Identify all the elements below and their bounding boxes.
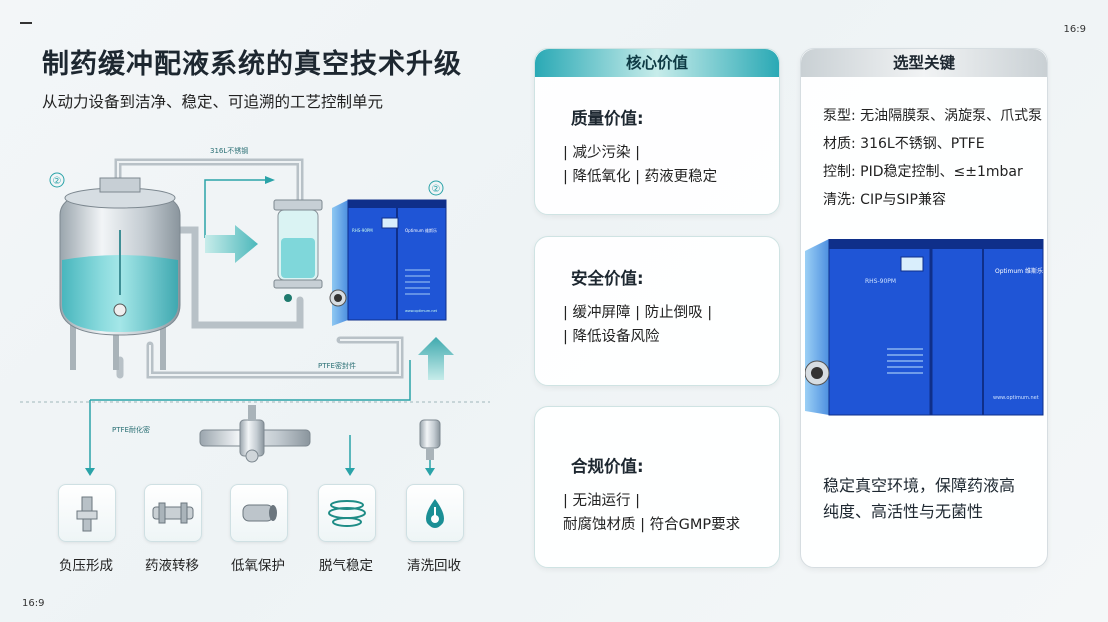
selection-line-pump-type: 泵型: 无油隔膜泵、涡旋泵、爪式泵 bbox=[823, 108, 1043, 124]
filter-unit bbox=[419, 419, 441, 460]
degas-rings-icon bbox=[318, 484, 376, 542]
big-right-arrow bbox=[205, 225, 258, 263]
safety-title: 安全价值: bbox=[571, 269, 644, 288]
value-card-safety: 安全价值: | 缓冲屏障 | 防止倒吸 | | 降低设备风险 bbox=[534, 236, 780, 386]
quality-line-1: | 减少污染 | bbox=[563, 145, 640, 161]
page-title: 制药缓冲配液系统的真空技术升级 bbox=[42, 49, 462, 80]
compliance-line-1: | 无油运行 | bbox=[563, 493, 640, 509]
process-diagram: ② RHS-90PM Optimum 维斯乐 www.optimum.net ②… bbox=[20, 146, 490, 476]
flow-arrowhead-3 bbox=[345, 468, 355, 476]
step-label-1: 负压形成 bbox=[59, 558, 113, 574]
pipe-label-mid: PTFE密封件 bbox=[318, 361, 356, 370]
aspect-label-bottom: 16:9 bbox=[22, 598, 45, 609]
pump-model: RHS-90PM bbox=[865, 278, 896, 285]
diagram-pump-site: www.optimum.net bbox=[405, 309, 438, 313]
selection-line-cleaning: 清洗: CIP与SIP兼容 bbox=[823, 192, 946, 208]
pump-brand: Optimum 维斯乐 bbox=[995, 267, 1043, 275]
step-label-4: 脱气稳定 bbox=[319, 558, 373, 574]
safety-line-1: | 缓冲屏障 | 防止倒吸 | bbox=[563, 305, 713, 321]
inline-valve-assembly bbox=[199, 405, 311, 463]
value-panel-banner: 核心价值 bbox=[535, 49, 779, 77]
flow-arrowhead-1 bbox=[265, 176, 275, 184]
step-label-3: 低氧保护 bbox=[231, 558, 285, 574]
value-card-quality: 核心价值 质量价值: | 减少污染 | | 降低氧化 | 药液更稳定 bbox=[534, 48, 780, 215]
marker-circle-right bbox=[428, 180, 444, 196]
pipe-label-left: PTFE耐化密 bbox=[112, 425, 150, 434]
flow-arrowhead-2 bbox=[85, 468, 95, 476]
big-up-arrow bbox=[418, 337, 454, 380]
cleaning-drop-icon bbox=[406, 484, 464, 542]
marker-circle-left bbox=[49, 172, 65, 188]
diagram-vacuum-pump: RHS-90PM Optimum 维斯乐 www.optimum.net bbox=[329, 199, 447, 326]
selection-line-control: 控制: PID稳定控制、≤±1mbar bbox=[823, 164, 1023, 180]
marker-right: ② bbox=[432, 184, 441, 195]
compliance-line-2: 耐腐蚀材质 | 符合GMP要求 bbox=[563, 517, 741, 533]
step-label-2: 药液转移 bbox=[145, 558, 199, 574]
flow-arrowhead-4 bbox=[425, 468, 435, 476]
mixing-tank bbox=[59, 177, 181, 370]
pipe-coupling-icon bbox=[144, 484, 202, 542]
window-dash bbox=[20, 22, 32, 24]
aspect-label-top: 16:9 bbox=[1063, 24, 1086, 35]
quality-title: 质量价值: bbox=[571, 109, 644, 128]
diagram-pump-brand: Optimum 维斯乐 bbox=[405, 227, 437, 233]
marker-left: ② bbox=[53, 176, 62, 187]
safety-line-2: | 降低设备风险 bbox=[563, 329, 660, 345]
cylinder-tube-icon bbox=[230, 484, 288, 542]
selection-card: 选型关键 泵型: 无油隔膜泵、涡旋泵、爪式泵 材质: 316L不锈钢、PTFE … bbox=[800, 48, 1048, 568]
compliance-title: 合规价值: bbox=[571, 457, 644, 476]
valve-fitting-icon bbox=[58, 484, 116, 542]
page-subtitle: 从动力设备到洁净、稳定、可追溯的工艺控制单元 bbox=[42, 93, 384, 111]
selection-line-material: 材质: 316L不锈钢、PTFE bbox=[823, 136, 985, 152]
pump-website: www.optimum.net bbox=[993, 395, 1039, 401]
selection-description: 稳定真空环境，保障药液高纯度、高活性与无菌性 bbox=[823, 476, 1016, 521]
diagram-pump-model: RHS-90PM bbox=[352, 228, 373, 233]
selection-banner: 选型关键 bbox=[801, 49, 1047, 77]
buffer-vessel bbox=[273, 199, 323, 302]
quality-line-2: | 降低氧化 | 药液更稳定 bbox=[563, 169, 718, 185]
step-label-5: 清洗回收 bbox=[407, 558, 461, 574]
vacuum-pump-image: RHS-90PM Optimum 维斯乐 www.optimum.net bbox=[805, 239, 1044, 416]
pipe-label-top: 316L不锈钢 bbox=[210, 146, 248, 155]
value-card-compliance: 合规价值: | 无油运行 | 耐腐蚀材质 | 符合GMP要求 bbox=[534, 406, 780, 568]
